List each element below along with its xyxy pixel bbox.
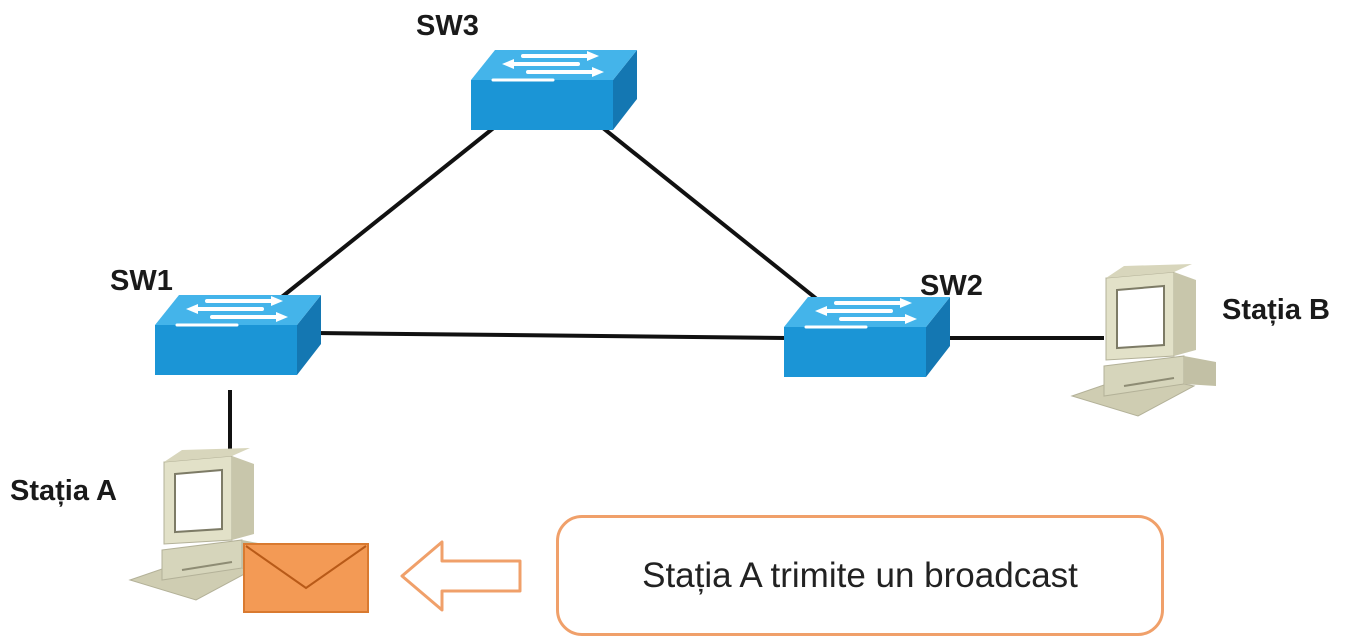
switch-icon bbox=[782, 295, 952, 379]
sw2-label: SW2 bbox=[920, 270, 983, 302]
sw3-label: SW3 bbox=[416, 10, 479, 42]
link-sw1-sw2 bbox=[315, 331, 787, 340]
link-sw1-sw3 bbox=[276, 124, 498, 302]
switch-icon bbox=[469, 48, 639, 132]
callout-text: Stația A trimite un broadcast bbox=[642, 555, 1078, 595]
station-a-label: Stația A bbox=[10, 475, 117, 507]
station-b-label: Stația B bbox=[1222, 294, 1330, 326]
link-sw3-sw2 bbox=[596, 122, 820, 302]
arrow-left-icon bbox=[400, 540, 522, 612]
callout-box: Stația A trimite un broadcast bbox=[556, 515, 1164, 636]
sw1-label: SW1 bbox=[110, 265, 173, 297]
envelope-icon bbox=[243, 543, 369, 613]
switch-icon bbox=[153, 293, 323, 377]
